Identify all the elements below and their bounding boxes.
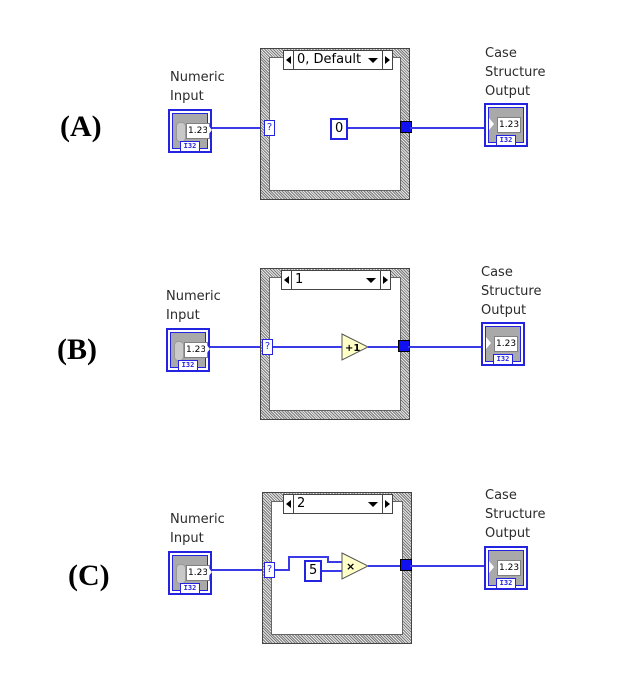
case-selector-value: 2 [297,496,306,511]
increment-spinner-icon [176,564,186,584]
previous-case-arrow-icon[interactable] [284,495,294,513]
wire-tunnel-to-multiply [327,556,329,563]
wire-constant-to-tunnel [348,127,402,129]
i32-type-badge: I32 [496,135,516,146]
numeric-input-control[interactable]: 1.23 I32 [168,109,212,153]
case-selector-value: 1 [295,272,304,287]
wire-tunnel-to-multiply [288,556,328,558]
wire-tunnel-to-increment [273,346,343,348]
panel-c: (C) Numeric Input 1.23 I32 2 ? 5 × Case … [0,444,620,664]
case-structure[interactable]: 0, Default [260,48,410,200]
wire-constant-to-multiply [322,570,343,572]
numeric-input-control[interactable]: 1.23 I32 [166,328,210,372]
wire-tunnel-to-multiply [275,569,289,571]
output-terminal-icon [207,124,212,136]
panel-b: (B) Numeric Input 1.23 I32 1 ? +1 Case S… [0,220,620,440]
wire-case-to-output [410,127,484,129]
numeric-input-label: Numeric Input [170,70,225,104]
numeric-input-control[interactable]: 1.23 I32 [168,551,212,595]
wire-case-to-output [410,565,486,567]
increment-primitive-icon[interactable]: +1 [341,333,369,361]
case-structure-output-label: Case Structure Output [485,488,546,541]
panel-label-c: (C) [68,559,110,592]
increment-spinner-icon [174,341,184,361]
chevron-down-icon[interactable] [366,278,376,283]
i32-type-badge: I32 [180,141,200,152]
panel-label-a: (A) [60,110,102,143]
output-terminal-icon [207,566,212,578]
case-selector[interactable]: 0, Default [283,50,393,70]
output-indicator-value: 1.23 [494,336,519,352]
wire-multiply-to-tunnel [368,565,402,567]
output-indicator-value: 1.23 [497,560,522,576]
case-selector-value: 0, Default [297,52,362,67]
wire-tunnel-to-multiply [288,556,290,571]
operation-label: +1 [345,343,360,354]
previous-case-arrow-icon[interactable] [282,271,292,289]
numeric-constant[interactable]: 5 [304,560,323,582]
case-structure-output-label: Case Structure Output [485,46,546,99]
next-case-arrow-icon[interactable] [382,51,392,69]
case-selector-tunnel[interactable]: ? [264,562,275,578]
numeric-input-label: Numeric Input [170,512,225,546]
i32-type-badge: I32 [496,578,516,589]
wire-increment-to-tunnel [368,346,400,348]
case-selector-tunnel[interactable]: ? [264,120,275,136]
case-structure-output-indicator[interactable]: 1.23 I32 [484,546,528,590]
wire-input-to-case [210,346,266,348]
output-terminal-icon [205,343,210,355]
i32-type-badge: I32 [493,354,513,365]
case-structure[interactable]: 2 [262,492,412,644]
operation-label: × [346,560,355,573]
numeric-constant[interactable]: 0 [330,118,349,140]
wire-tunnel-to-multiply [327,561,343,563]
increment-spinner-icon [176,122,186,142]
next-case-arrow-icon[interactable] [380,271,390,289]
case-selector-tunnel[interactable]: ? [262,339,273,355]
i32-type-badge: I32 [180,583,200,594]
wire-input-to-case [212,127,266,129]
wire-input-to-case [212,569,266,571]
next-case-arrow-icon[interactable] [382,495,392,513]
case-structure-output-indicator[interactable]: 1.23 I32 [481,322,525,366]
panel-label-b: (B) [57,333,97,366]
previous-case-arrow-icon[interactable] [284,51,294,69]
numeric-input-label: Numeric Input [166,289,221,323]
input-terminal-icon [486,337,491,349]
output-indicator-value: 1.23 [497,117,522,133]
case-selector[interactable]: 1 [281,270,391,290]
panel-a: (A) Numeric Input 1.23 I32 0, Default ? … [0,0,620,220]
input-terminal-icon [489,561,494,573]
input-terminal-icon [489,118,494,130]
case-structure-output-indicator[interactable]: 1.23 I32 [484,103,528,147]
case-structure-output-label: Case Structure Output [481,265,542,318]
case-structure[interactable]: 1 [260,268,410,420]
i32-type-badge: I32 [178,360,198,371]
wire-case-to-output [408,346,482,348]
chevron-down-icon[interactable] [368,58,378,63]
multiply-primitive-icon[interactable]: × [341,552,369,580]
case-selector[interactable]: 2 [283,494,393,514]
chevron-down-icon[interactable] [368,502,378,507]
